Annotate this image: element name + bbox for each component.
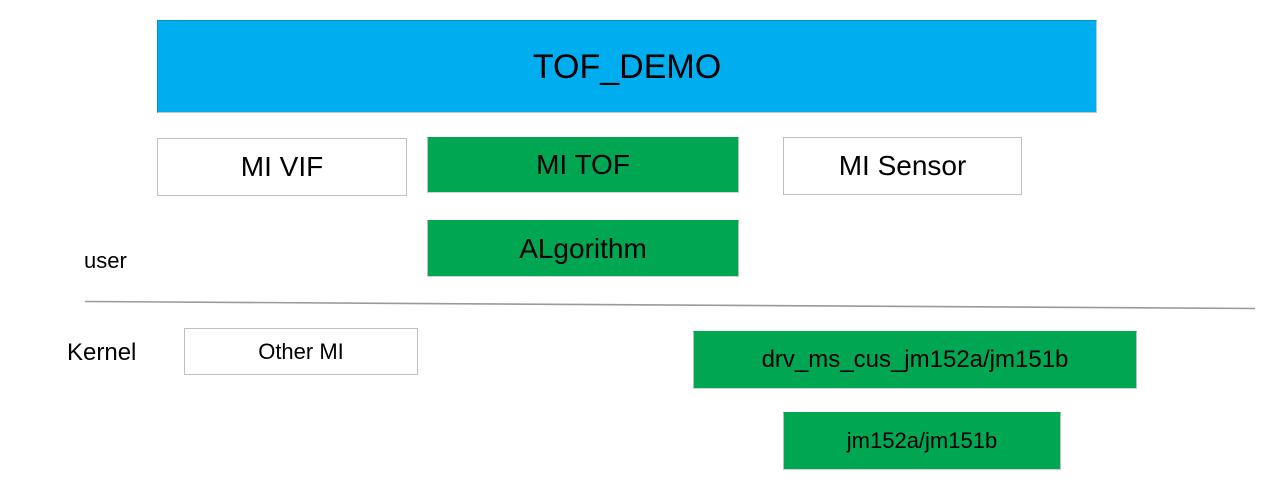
- block-other-mi[interactable]: Other MI: [184, 328, 418, 375]
- layer-label-kernel: Kernel: [67, 339, 137, 366]
- layer-label-user: user: [84, 248, 127, 273]
- block-mi-vif[interactable]: MI VIF: [157, 138, 407, 196]
- block-tof-demo[interactable]: TOF_DEMO: [157, 20, 1097, 113]
- user-kernel-divider: [84, 296, 1256, 310]
- block-mi-tof[interactable]: MI TOF: [427, 137, 739, 193]
- block-chip[interactable]: jm152a/jm151b: [783, 412, 1061, 470]
- divider-line-icon: [84, 300, 1256, 310]
- block-algorithm[interactable]: ALgorithm: [427, 220, 739, 277]
- block-mi-sensor[interactable]: MI Sensor: [783, 137, 1022, 195]
- block-driver[interactable]: drv_ms_cus_jm152a/jm151b: [693, 331, 1137, 389]
